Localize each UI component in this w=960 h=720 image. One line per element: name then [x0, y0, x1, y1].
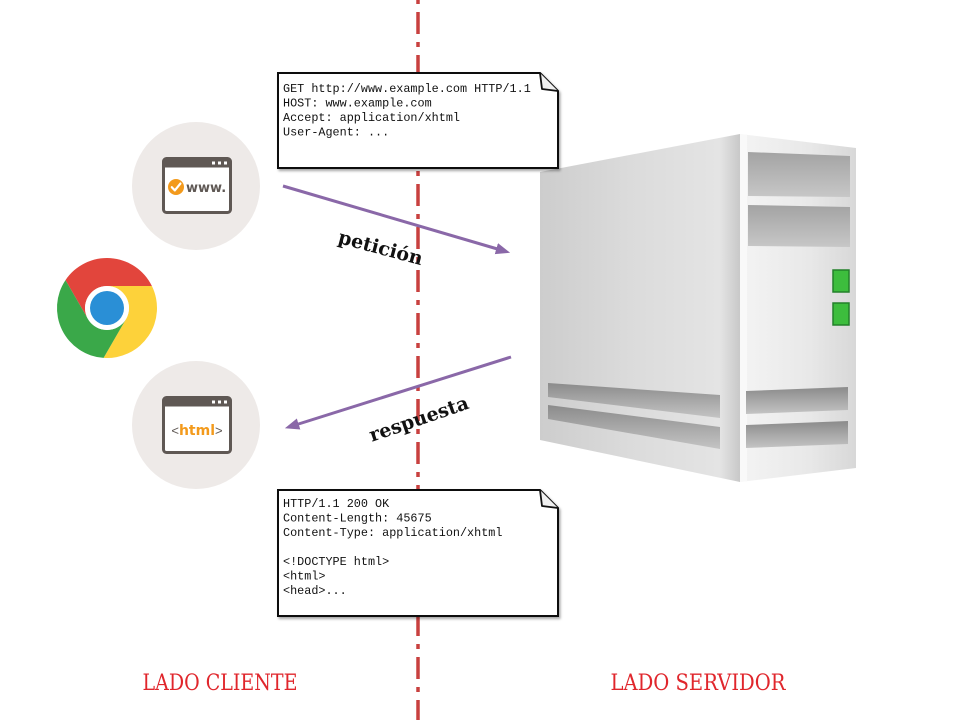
server-drive-bay [748, 205, 850, 247]
chrome-green-segment [56, 280, 127, 358]
response-line: Content-Type: application/xhtml [283, 526, 502, 540]
www-label: www. [186, 181, 226, 196]
request-line: User-Agent: ... [283, 126, 389, 140]
client-side-label: LADO CLIENTE [143, 671, 298, 696]
browser-title-bar [163, 397, 231, 407]
browser-title-bar [163, 158, 231, 168]
request-browser-badge: www. [132, 122, 260, 250]
browser-control-dot [224, 161, 227, 165]
browser-control-dot [212, 161, 215, 165]
server-edge-highlight [740, 134, 747, 482]
note-fold [539, 489, 559, 509]
chrome-red-segment [65, 257, 152, 319]
server-status-led [832, 302, 850, 326]
server-status-led [832, 269, 850, 293]
response-line: <!DOCTYPE html> [283, 555, 389, 569]
response-line: HTTP/1.1 200 OK [283, 497, 390, 511]
browser-window-icon: www. [162, 157, 232, 214]
server-tower-icon [540, 134, 856, 482]
chrome-yellow-segment [103, 286, 158, 359]
response-line: <head>... [283, 584, 347, 598]
browser-control-dot [218, 400, 221, 404]
request-line: HOST: www.example.com [283, 97, 432, 111]
response-line: <html> [283, 570, 325, 584]
request-line: Accept: application/xhtml [283, 111, 460, 125]
check-mark [170, 182, 182, 192]
check-icon [168, 179, 184, 195]
html-tag-name: html [179, 423, 215, 439]
chrome-blue-center [90, 291, 124, 325]
html-tag-close: > [215, 423, 223, 438]
server-front-vent [746, 387, 848, 414]
server-side-vent [548, 405, 720, 449]
check-badge [168, 179, 184, 195]
request-label: petición [336, 226, 426, 270]
request-arrow [282, 184, 511, 255]
response-arrow [284, 355, 512, 430]
server-side-label: LADO SERVIDOR [611, 671, 787, 696]
response-message-note: HTTP/1.1 200 OK Content-Length: 45675 Co… [277, 489, 559, 617]
server-side-vent [548, 383, 720, 418]
chrome-icon [56, 257, 158, 359]
browser-control-dot [224, 400, 227, 404]
response-line: Content-Length: 45675 [283, 512, 432, 526]
note-paper [277, 489, 559, 617]
server-drive-bay [748, 152, 850, 197]
html-tag-open: < [171, 423, 179, 438]
browser-window-icon: <html> [162, 396, 232, 454]
response-browser-badge: <html> [132, 361, 260, 489]
request-message-note: GET http://www.example.com HTTP/1.1 HOST… [277, 72, 559, 169]
browser-control-dot [218, 161, 221, 165]
note-fold [539, 72, 559, 92]
note-paper [277, 72, 559, 169]
server-front-vent [746, 421, 848, 448]
html-tag-label: <html> [171, 423, 222, 439]
browser-control-dot [212, 400, 215, 404]
request-line: GET http://www.example.com HTTP/1.1 [283, 82, 531, 96]
